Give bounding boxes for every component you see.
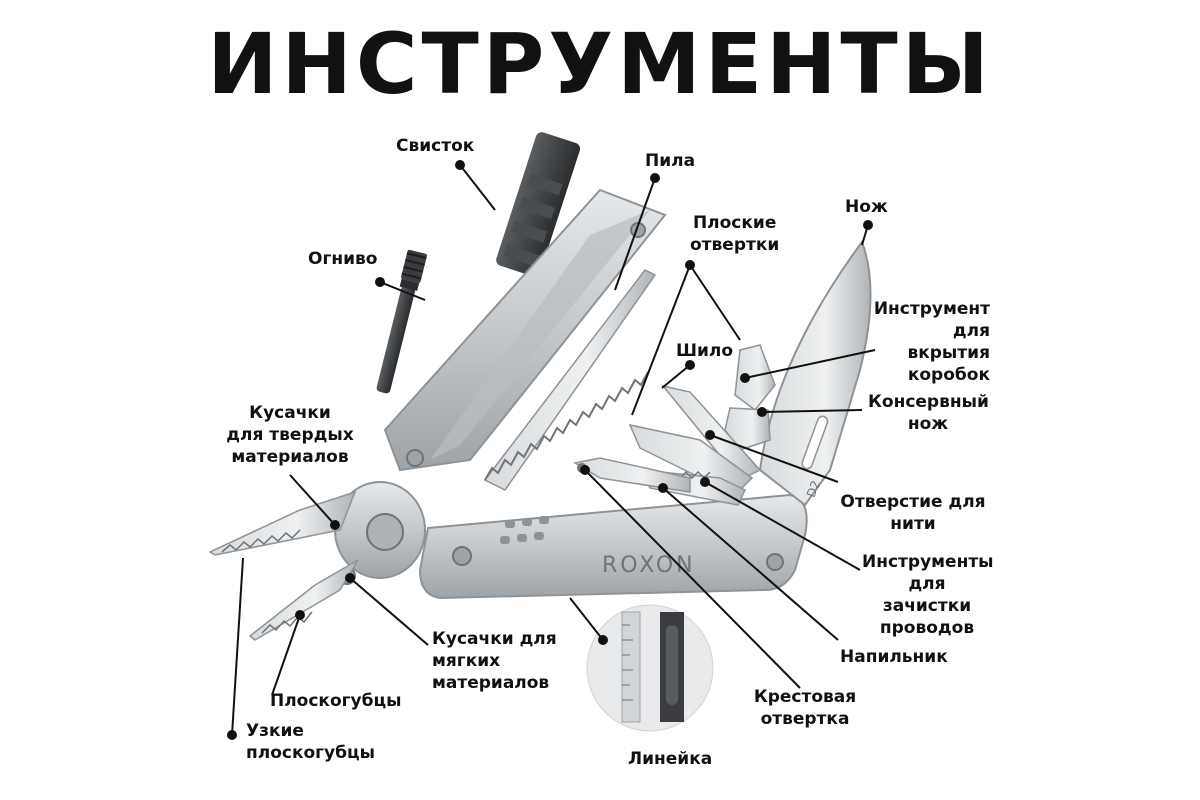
small-tools (572, 344, 776, 506)
label-ruler: Линейка (628, 749, 713, 769)
steel-mark: D2 (804, 479, 823, 500)
label-soft-cutters: Кусачки для мягких материалов (432, 629, 557, 693)
upper-handle (383, 188, 667, 472)
label-file: Напильник (840, 647, 948, 667)
whistle-part (496, 132, 581, 277)
page-title: ИНСТРУМЕНТЫ (207, 15, 993, 113)
label-awl: Шило (676, 341, 734, 361)
label-knife: Нож (845, 197, 888, 217)
label-thread-hole: Отверстие для нити (840, 492, 986, 534)
saw-blade (483, 269, 657, 491)
label-phillips: Крестовая отвертка (753, 687, 857, 729)
label-pliers: Плоскогубцы (270, 691, 402, 711)
label-narrow-pliers: Узкие плоскогубцы (246, 721, 375, 763)
label-box-opener: Инструмент для вкрытия коробок (873, 299, 990, 385)
label-whistle: Свисток (396, 136, 475, 156)
brand-logo: ROXON (602, 553, 696, 578)
label-flat-screwdrivers: Плоские отвертки (690, 213, 780, 255)
leader-lines (227, 160, 876, 740)
ruler-inset (586, 604, 714, 732)
label-hard-cutters: Кусачки для твердых материалов (226, 403, 354, 467)
label-can-opener: Консервный нож (868, 392, 989, 434)
main-handle: ROXON (418, 493, 808, 600)
label-saw: Пила (645, 151, 696, 171)
flint-rod-part (376, 249, 427, 394)
label-wire-strippers: Инструменты для зачистки проводов (862, 552, 994, 638)
knife-blade: D2 (758, 239, 872, 507)
label-flint: Огниво (308, 249, 378, 269)
